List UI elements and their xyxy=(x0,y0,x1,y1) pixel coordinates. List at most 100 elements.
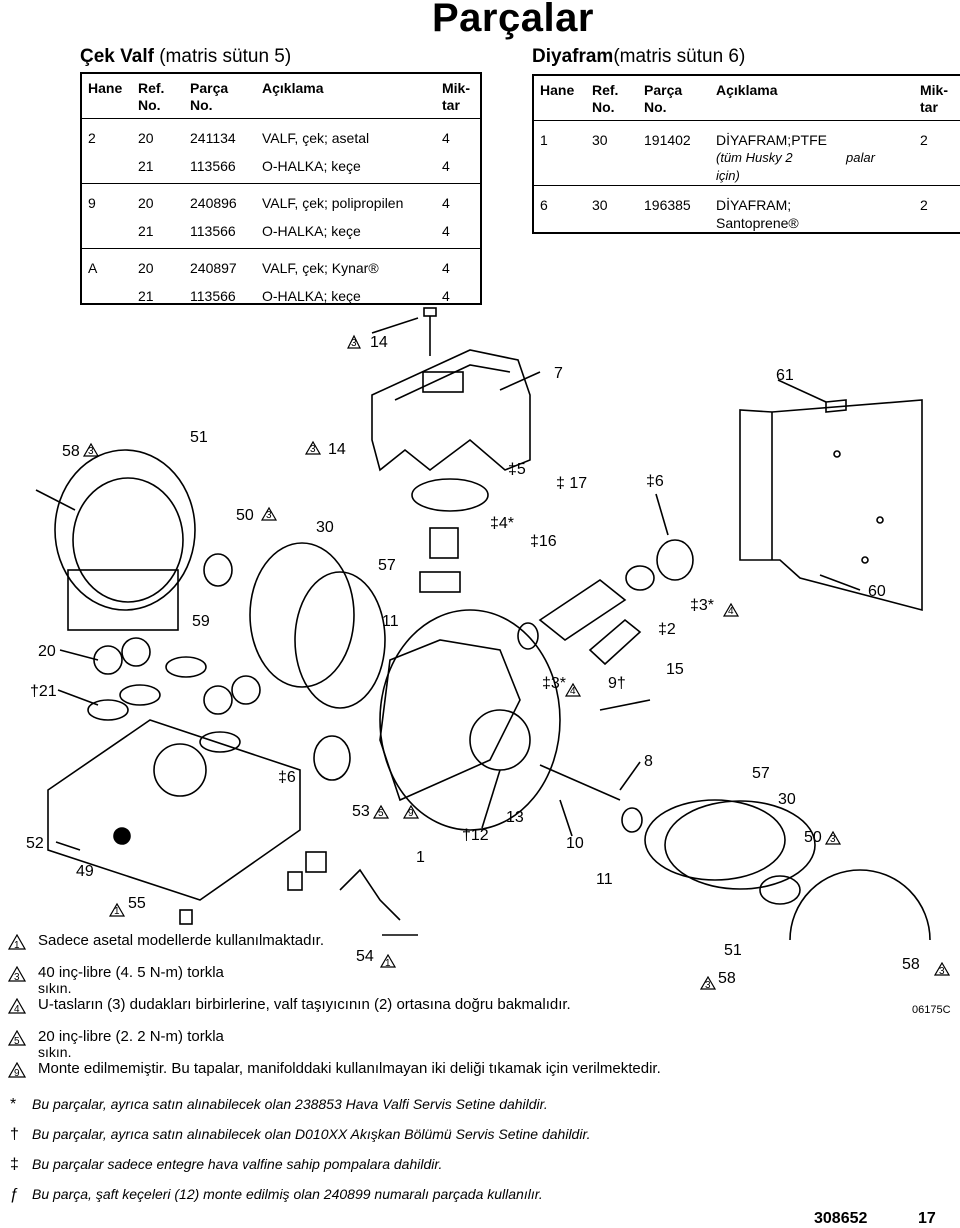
cell-qty: 2 xyxy=(914,185,960,240)
callout-16: ‡16 xyxy=(530,533,557,550)
note-triangle xyxy=(304,440,322,455)
callout-17: ‡ 17 xyxy=(556,475,587,492)
svg-text:3: 3 xyxy=(14,972,20,982)
table-row: 21 113566 O-HALKA; keçe 4 xyxy=(82,147,480,184)
cell-part: 240897 xyxy=(184,248,256,277)
check-valve-20 xyxy=(121,637,151,667)
note-triangle: 3 xyxy=(934,962,950,976)
right-fluid-cover xyxy=(789,869,931,940)
cell-part: 196385 xyxy=(638,185,710,240)
cell-part: 113566 xyxy=(190,288,236,304)
cell-desc: DİYAFRAM; Santoprene® xyxy=(710,185,914,240)
header-hane: Hane xyxy=(82,74,132,119)
callout-55: 55 xyxy=(128,895,146,912)
desc-line: (tüm Husky 2 xyxy=(716,150,793,165)
note-triangle: 1 xyxy=(8,934,26,950)
pin-9 xyxy=(599,699,651,711)
note-triangle: 9 xyxy=(8,1062,26,1078)
bolt-58-left xyxy=(35,489,76,511)
header-part: Parça No. xyxy=(184,74,256,119)
cell-qty: 4 xyxy=(442,288,450,304)
callout-14: 14 xyxy=(328,441,346,458)
footnote-symbol: ƒ xyxy=(10,1186,19,1203)
table-row: 6 30 196385 DİYAFRAM; Santoprene® 2 xyxy=(534,185,960,240)
leader-line xyxy=(59,649,99,661)
cell-desc: O-HALKA; keçe xyxy=(262,158,361,174)
svg-text:4: 4 xyxy=(14,1004,20,1014)
manifold-plug xyxy=(113,827,131,845)
cell-qty: 2 xyxy=(920,132,928,148)
callout-57: 57 xyxy=(752,765,770,782)
callout-5: ‡5 xyxy=(508,461,526,478)
svg-text:1: 1 xyxy=(14,940,20,950)
valve-cylinder-16 xyxy=(538,579,627,641)
shaft-10 xyxy=(539,764,621,801)
note-triangle-mark: 3 xyxy=(830,834,836,845)
callout-8: 8 xyxy=(644,753,653,770)
cell-qty: 4 xyxy=(442,130,450,146)
table-row: A 20 240897 VALF, çek; Kynar® 4 xyxy=(82,248,480,277)
lower-manifold xyxy=(47,719,301,901)
housing-port xyxy=(422,371,464,393)
footnote-text: Bu parça, şaft keçeleri (12) monte edilm… xyxy=(32,1186,543,1202)
cell-ref: 20 xyxy=(138,130,154,146)
callout-12: †12 xyxy=(462,827,489,844)
note-triangle xyxy=(260,506,278,521)
cell-qty: 4 xyxy=(436,183,480,212)
center-housing-body xyxy=(379,639,521,802)
left-fluid-cover xyxy=(54,449,196,611)
note-triangle xyxy=(372,804,390,819)
callout-11: 11 xyxy=(382,613,399,630)
callout-7: 7 xyxy=(554,365,563,382)
note-text: U-tasların (3) dudakları birbirlerine, v… xyxy=(38,996,571,1013)
svg-text:1: 1 xyxy=(385,958,391,968)
svg-text:9: 9 xyxy=(14,1068,20,1078)
diaphragm-subtitle: (matris sütun 6) xyxy=(613,46,746,67)
footnote-text: Bu parçalar sadece entegre hava valfine … xyxy=(32,1156,443,1172)
check-valve-table: Hane Ref. No. Parça No. Açıklama Mik-tar… xyxy=(82,74,480,313)
leader-line xyxy=(619,761,641,791)
header-part: Parça No. xyxy=(638,76,710,121)
o-ring-21 xyxy=(165,656,207,678)
housing-edge xyxy=(394,364,511,401)
note-text: 40 inç-libre (4. 5 N-m) torkla xyxy=(38,964,224,981)
note-text-cont: sıkın. xyxy=(38,980,72,996)
svg-text:3: 3 xyxy=(705,980,711,990)
note-triangle-mark: 3 xyxy=(88,446,94,457)
cell-ref: 20 xyxy=(132,183,184,212)
check-valve-section-title: Çek Valf (matris sütun 5) xyxy=(80,46,291,68)
cell-ref: 30 xyxy=(586,185,638,240)
callout-4: ‡4* xyxy=(490,515,514,532)
note-triangle: 3 xyxy=(700,976,716,990)
footnote-item: ƒ Bu parça, şaft keçeleri (12) monte edi… xyxy=(10,1186,543,1203)
note-triangle-mark: 4 xyxy=(728,606,734,617)
note-triangle-mark: 5 xyxy=(378,808,384,819)
cell-desc: VALF, çek; polipropilen xyxy=(256,183,436,212)
cell-part: 241134 xyxy=(190,130,236,146)
callout-60: 60 xyxy=(868,583,886,600)
o-ring-6-lower xyxy=(313,735,351,781)
cell-desc: O-HALKA; keçe xyxy=(262,223,361,239)
leader-line xyxy=(819,574,861,591)
check-valve-title: Çek Valf xyxy=(80,46,154,67)
header-desc: Açıklama xyxy=(256,74,436,119)
center-housing xyxy=(379,609,561,831)
callout-51: 51 xyxy=(190,429,208,446)
table-row: 9 20 240896 VALF, çek; polipropilen 4 xyxy=(82,183,480,212)
note-triangle-mark: 4 xyxy=(570,686,576,697)
check-valve-20 xyxy=(231,675,261,705)
diaphragm-30-right xyxy=(644,799,786,881)
callout-13: 13 xyxy=(506,809,524,826)
callout-52: 52 xyxy=(26,835,44,852)
note-triangle xyxy=(108,902,126,917)
cell-hane: A xyxy=(82,248,132,277)
bracket-hole xyxy=(861,556,869,564)
diaphragm-title: Diyafram xyxy=(532,46,614,67)
callout-58: 58 xyxy=(718,970,736,987)
note-triangle xyxy=(347,334,361,349)
callout-20: 20 xyxy=(38,643,56,660)
desc-line: için) xyxy=(716,168,740,183)
note-text: 20 inç-libre (2. 2 N-m) torkla xyxy=(38,1028,224,1045)
header-qty: Mik-tar xyxy=(914,76,960,121)
note-triangle: 5 xyxy=(8,1030,26,1046)
